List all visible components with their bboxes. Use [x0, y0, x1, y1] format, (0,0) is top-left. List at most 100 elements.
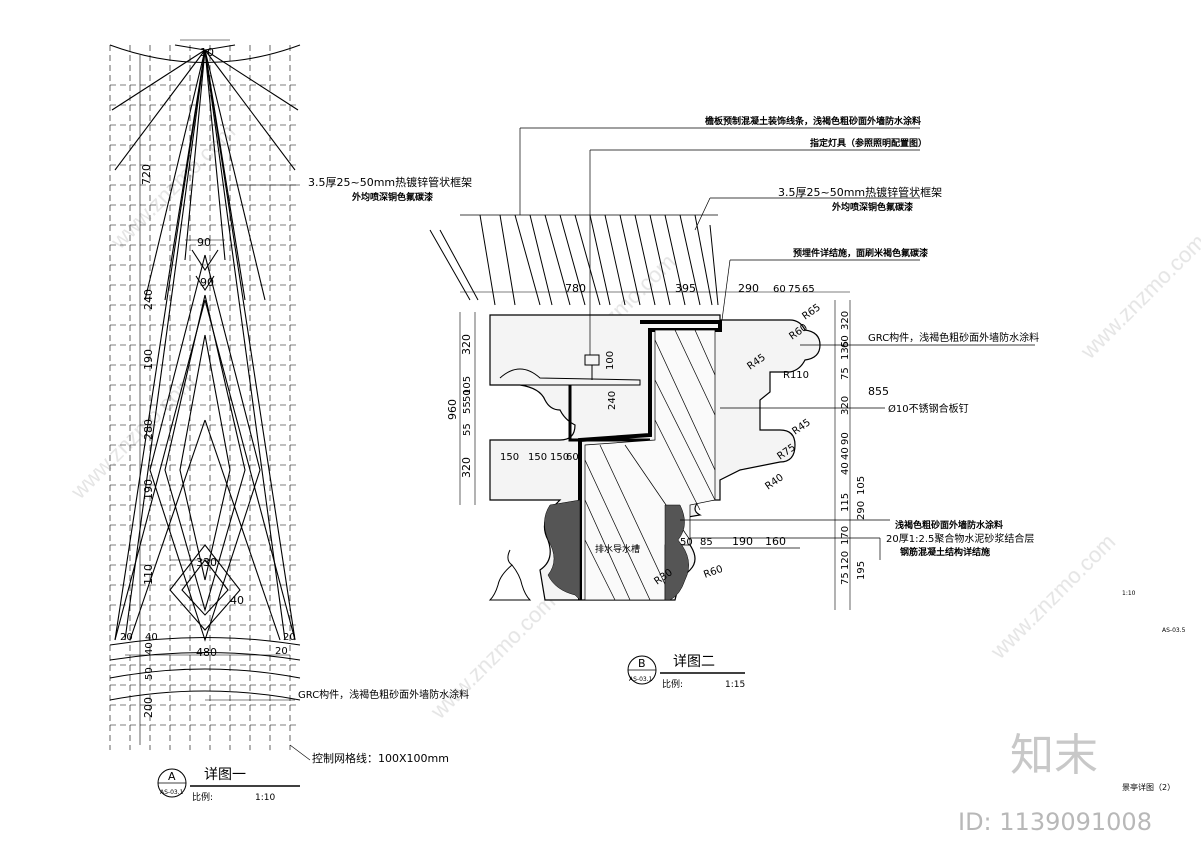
dim-label: 280	[142, 419, 155, 440]
note-rivet: Ø10不锈钢合板钉	[888, 402, 969, 415]
note-paint: 浅褐色粗砂面外墙防水涂料	[895, 519, 1003, 531]
detail-tag-ref: AS-03.1	[160, 789, 184, 796]
dim-label: 290	[856, 501, 867, 520]
dim-label: 60	[840, 335, 851, 348]
dim-label: 150	[550, 452, 569, 463]
detail-two-drawing	[429, 127, 1035, 610]
detail-two-labels: 檐板预制混凝土装饰线条，浅褐色粗砂面外墙防水涂料 指定灯具（参照照明配置图） 3…	[446, 115, 1039, 690]
dim-label: 90	[840, 432, 851, 445]
dim-label: 780	[565, 282, 586, 295]
note-embedded: 预埋件详结施，面刷米褐色氟碳漆	[793, 247, 928, 259]
drain-label: 排水导水槽	[595, 543, 640, 555]
dim-label: 100	[605, 351, 616, 370]
detail-one-labels: 10 720 240 190 280 190 110 90 90 330 40 …	[120, 46, 472, 803]
dim-label: 240	[607, 391, 618, 410]
radius-label: R110	[783, 370, 809, 381]
dim-label: 330	[196, 556, 217, 569]
note-frame-finish: 外均喷深铜色氟碳漆	[831, 201, 913, 213]
dim-label: 720	[140, 164, 153, 185]
note-grc: GRC构件，浅褐色粗砂面外墙防水涂料	[298, 688, 469, 701]
detail-one-drawing	[109, 39, 311, 761]
dim-label: 40	[145, 632, 158, 643]
dim-label: 110	[142, 564, 155, 585]
dim-label: 240	[142, 289, 155, 310]
dim-label: 40	[144, 642, 155, 655]
dim-label: 90	[200, 276, 214, 289]
radius-label: R65	[800, 302, 822, 322]
sheet-info: 1:10 AS-03.5 景亭详图（2） 知末 ID: 1139091008	[958, 590, 1186, 836]
scale-value: 1:10	[255, 793, 275, 803]
dim-label: 960	[446, 399, 459, 420]
dim-label: 320	[460, 334, 473, 355]
note-frame: 3.5厚25~50mm热镀锌管状框架	[308, 175, 472, 189]
dim-label: 120	[840, 551, 851, 570]
dim-label: 10	[200, 46, 214, 59]
dim-label: 20	[283, 632, 296, 643]
detail-title: 详图二	[673, 654, 715, 670]
dim-label: 40	[840, 447, 851, 460]
dim-label: 190	[142, 479, 155, 500]
dim-label: 105	[462, 376, 473, 395]
dim-label: 320	[460, 457, 473, 478]
id-label: ID: 1139091008	[958, 808, 1152, 836]
note-mortar: 20厚1:2.5聚合物水泥砂浆结合层	[886, 532, 1034, 545]
note-grc: GRC构件，浅褐色粗砂面外墙防水涂料	[868, 331, 1039, 344]
watermark-text: www.znzmo.com	[65, 369, 200, 504]
dim-label: 855	[868, 385, 889, 398]
sheet-scale-mark: 1:10	[1122, 590, 1136, 597]
dim-label: 200	[142, 697, 155, 718]
dim-label: 170	[840, 526, 851, 545]
sheet-title: 景亭详图（2）	[1122, 782, 1175, 792]
dim-label: 75	[840, 572, 851, 585]
dim-label: 50	[462, 389, 473, 402]
sheet-ref: AS-03.5	[1162, 627, 1186, 634]
detail-tag-letter: A	[168, 770, 176, 783]
watermark-text: www.znzmo.com	[425, 589, 560, 724]
dim-label: 75	[788, 284, 801, 295]
dim-label: 320	[840, 396, 851, 415]
note-lamp: 指定灯具（参照照明配置图）	[810, 137, 927, 149]
dim-label: 190	[142, 349, 155, 370]
dim-label: 40	[840, 462, 851, 475]
radius-label: R40	[763, 472, 785, 492]
watermark-text: www.znzmo.com	[1075, 229, 1201, 364]
scale-value: 1:15	[725, 680, 745, 690]
dim-label: 50	[680, 537, 693, 548]
dim-label: 480	[196, 646, 217, 659]
dim-label: 160	[765, 535, 786, 548]
note-cornice: 檐板预制混凝土装饰线条，浅褐色粗砂面外墙防水涂料	[705, 115, 921, 127]
note-frame-finish: 外均喷深铜色氟碳漆	[351, 191, 433, 203]
dim-label: 135	[840, 341, 851, 360]
dim-label: 55	[462, 423, 473, 436]
dim-label: 60	[566, 452, 579, 463]
brand-logo: 知末	[1010, 730, 1098, 781]
detail-tag-letter: B	[638, 657, 646, 670]
dim-label: 55	[462, 401, 473, 414]
dim-label: 195	[856, 561, 867, 580]
dim-label: 150	[528, 452, 547, 463]
detail-title: 详图一	[204, 767, 246, 783]
dim-label: 20	[120, 632, 133, 643]
note-frame: 3.5厚25~50mm热镀锌管状框架	[778, 185, 942, 199]
radius-label: R45	[790, 417, 812, 437]
dim-label: 65	[802, 284, 815, 295]
dim-label: 20	[275, 646, 288, 657]
dim-label: 105	[856, 476, 867, 495]
dim-label: 60	[773, 284, 786, 295]
dim-label: 320	[840, 311, 851, 330]
dim-label: 50	[144, 667, 155, 680]
note-structure: 钢筋混凝土结构详结施	[900, 546, 990, 558]
dim-label: 90	[197, 236, 211, 249]
dim-label: 395	[675, 282, 696, 295]
scale-label: 比例:	[192, 791, 213, 803]
dim-label: 290	[738, 282, 759, 295]
dim-label: 150	[500, 452, 519, 463]
dim-label: 190	[732, 535, 753, 548]
dim-label: 115	[840, 493, 851, 512]
dim-label: 75	[840, 367, 851, 380]
watermark-text: www.znzmo.com	[985, 529, 1120, 664]
dim-label: 85	[700, 537, 713, 548]
radius-label: R60	[702, 564, 724, 581]
scale-label: 比例:	[662, 678, 683, 690]
